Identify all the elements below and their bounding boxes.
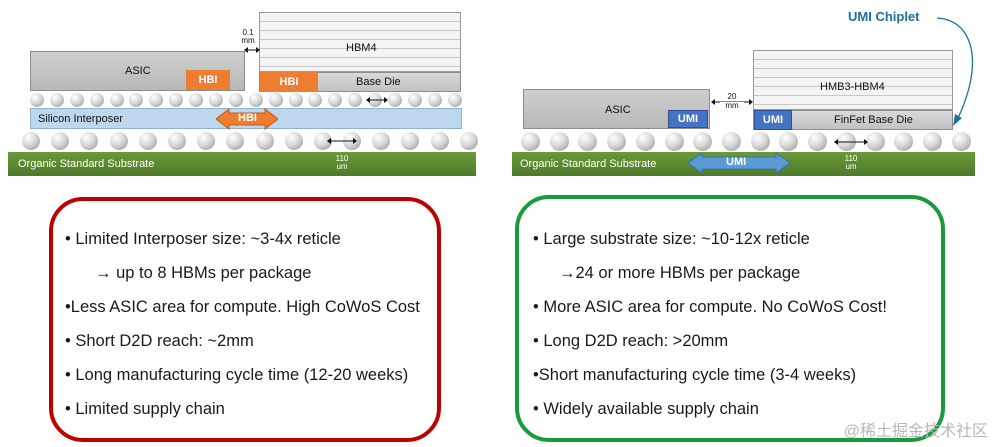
hmb3-hbm4-label: HMB3-HBM4 — [820, 81, 885, 93]
left-panel-line-6: • Limited supply chain — [65, 400, 225, 418]
right-substrate-label: Organic Standard Substrate — [520, 158, 657, 170]
basedie-hbi-phy: HBI — [260, 72, 318, 92]
basedie-umi-phy: UMI — [754, 110, 792, 130]
right-panel-line-1: • Large substrate size: ~10-12x reticle — [533, 230, 810, 248]
left-gap-unit: mm — [241, 36, 255, 45]
right-panel-line-6: • Widely available supply chain — [533, 400, 759, 418]
asic-hbi-phy: HBI — [186, 70, 230, 90]
left-gap-arrow — [244, 47, 260, 53]
left-substrate-label: Organic Standard Substrate — [18, 158, 155, 170]
left-panel-line-3: •Less ASIC area for compute. High CoWoS … — [65, 298, 420, 316]
left-c4-pitch-arrow — [327, 138, 357, 144]
hbi-link-label: HBI — [238, 112, 257, 124]
umi-link-label: UMI — [726, 156, 747, 168]
left-organic-substrate: Organic Standard Substrate — [8, 152, 476, 176]
silicon-interposer: Silicon Interposer — [30, 108, 462, 129]
umi-chiplet-label: UMI Chiplet — [848, 9, 920, 24]
right-c4-pitch-unit: um — [845, 162, 857, 171]
watermark: @稀土掘金技术社区 — [843, 423, 988, 440]
left-c4-bump-row — [22, 131, 478, 151]
right-panel-line-3: • More ASIC area for compute. No CoWoS C… — [533, 298, 887, 316]
left-panel-line-1: • Limited Interposer size: ~3-4x reticle — [65, 230, 341, 248]
left-panel-line-5: • Long manufacturing cycle time (12-20 w… — [65, 366, 409, 384]
left-asic-label: ASIC — [125, 65, 151, 77]
hmb3-hbm4-stack: HMB3-HBM4 — [753, 50, 953, 110]
umi-chiplet-callout-arrow — [936, 17, 974, 126]
left-microbump-row — [30, 92, 462, 107]
finfet-base-die-label: FinFet Base Die — [834, 114, 913, 126]
finfet-base-die: FinFet Base Die — [753, 110, 953, 130]
umi-link-arrow — [688, 152, 790, 174]
right-gap-unit: mm — [720, 102, 744, 110]
right-c4-pitch-arrow — [834, 139, 868, 145]
left-limitations-panel: • Limited Interposer size: ~3-4x reticle… — [49, 197, 441, 442]
hbi-link-arrow — [216, 108, 278, 130]
left-panel-line-2: → up to 8 HBMs per package — [95, 264, 312, 282]
right-asic-label: ASIC — [605, 104, 631, 116]
left-c4-pitch-unit: um — [336, 162, 348, 171]
asic-umi-phy: UMI — [668, 110, 708, 128]
interposer-label: Silicon Interposer — [38, 113, 123, 125]
hbm4-label: HBM4 — [346, 42, 377, 54]
microbump-pitch-arrow — [366, 97, 388, 103]
right-panel-line-4: • Long D2D reach: >20mm — [533, 332, 729, 350]
base-die-label: Base Die — [356, 76, 401, 88]
left-panel-line-4: • Short D2D reach: ~2mm — [65, 332, 254, 350]
right-c4-pitch-value: 110 — [844, 154, 858, 163]
right-gap-value: 20 — [720, 93, 744, 101]
right-panel-line-2: →24 or more HBMs per package — [559, 264, 801, 282]
left-gap-value: 0.1 — [242, 28, 254, 37]
left-c4-pitch-value: 110 — [335, 154, 349, 163]
right-panel-line-5: •Short manufacturing cycle time (3-4 wee… — [533, 366, 857, 384]
right-advantages-panel: • Large substrate size: ~10-12x reticle … — [515, 195, 945, 442]
right-c4-bump-row — [521, 130, 971, 152]
hbm4-stack: HBM4 — [259, 12, 461, 72]
